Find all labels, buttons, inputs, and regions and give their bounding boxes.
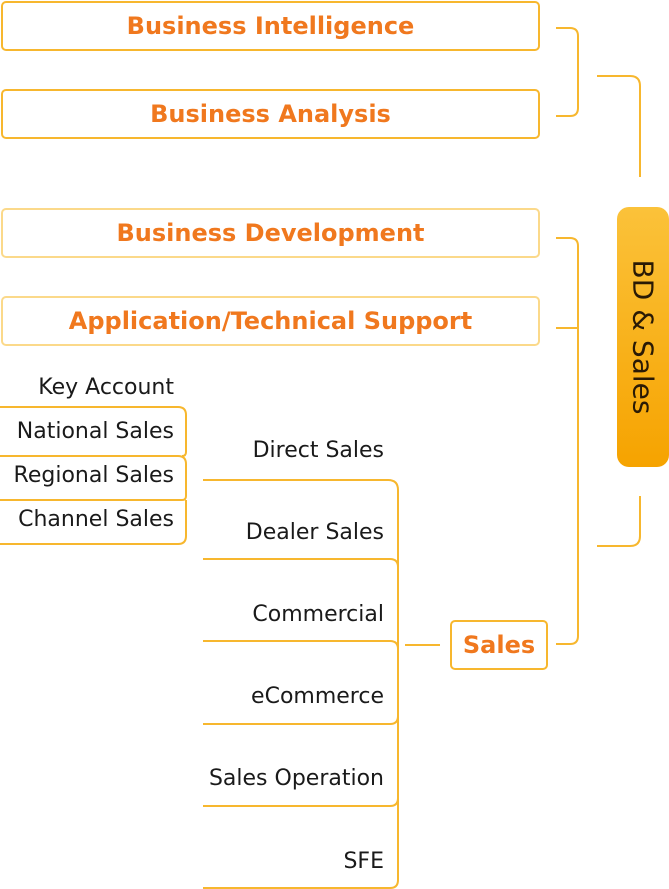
- direct-child-regional-sales[interactable]: Regional Sales: [13, 463, 174, 488]
- underline-dealer-sales: [203, 558, 399, 568]
- underline-sales-operation: [203, 797, 399, 807]
- sales-label: Sales: [462, 631, 536, 659]
- tab-channel-sales: [0, 500, 187, 545]
- box-business-development[interactable]: Business Development: [1, 208, 540, 258]
- underline-ecommerce: [203, 715, 399, 725]
- business-intelligence-label: Business Intelligence: [126, 12, 415, 40]
- box-sales[interactable]: Sales: [450, 620, 548, 670]
- business-analysis-label: Business Analysis: [150, 100, 391, 128]
- sales-child-direct-sales[interactable]: Direct Sales: [252, 438, 384, 463]
- box-application-technical-support[interactable]: Application/Technical Support: [1, 296, 540, 346]
- tab-key-account: [0, 406, 187, 457]
- root-node-bd-sales[interactable]: BD & Sales: [617, 207, 669, 467]
- connector-root-top: [597, 75, 641, 177]
- sales-child-sfe[interactable]: SFE: [343, 849, 384, 874]
- sales-child-commercial[interactable]: Commercial: [252, 602, 384, 627]
- direct-child-key-account[interactable]: Key Account: [38, 375, 174, 400]
- connector-bd-sales: [556, 237, 579, 645]
- box-business-analysis[interactable]: Business Analysis: [1, 89, 540, 139]
- sales-child-ecommerce[interactable]: eCommerce: [251, 684, 384, 709]
- connector-bi-ba: [556, 27, 579, 117]
- sales-child-sales-operation[interactable]: Sales Operation: [208, 766, 384, 791]
- tab-national-sales: [0, 455, 187, 501]
- business-development-label: Business Development: [116, 219, 425, 247]
- underline-direct-sales: [203, 479, 399, 889]
- application-technical-support-label: Application/Technical Support: [68, 307, 473, 335]
- sales-child-dealer-sales[interactable]: Dealer Sales: [245, 520, 384, 545]
- underline-commercial: [203, 640, 399, 650]
- direct-child-national-sales[interactable]: National Sales: [16, 419, 174, 444]
- connector-root-bottom: [597, 496, 641, 547]
- box-business-intelligence[interactable]: Business Intelligence: [1, 1, 540, 51]
- root-label: BD & Sales: [626, 259, 660, 415]
- direct-child-channel-sales[interactable]: Channel Sales: [18, 507, 174, 532]
